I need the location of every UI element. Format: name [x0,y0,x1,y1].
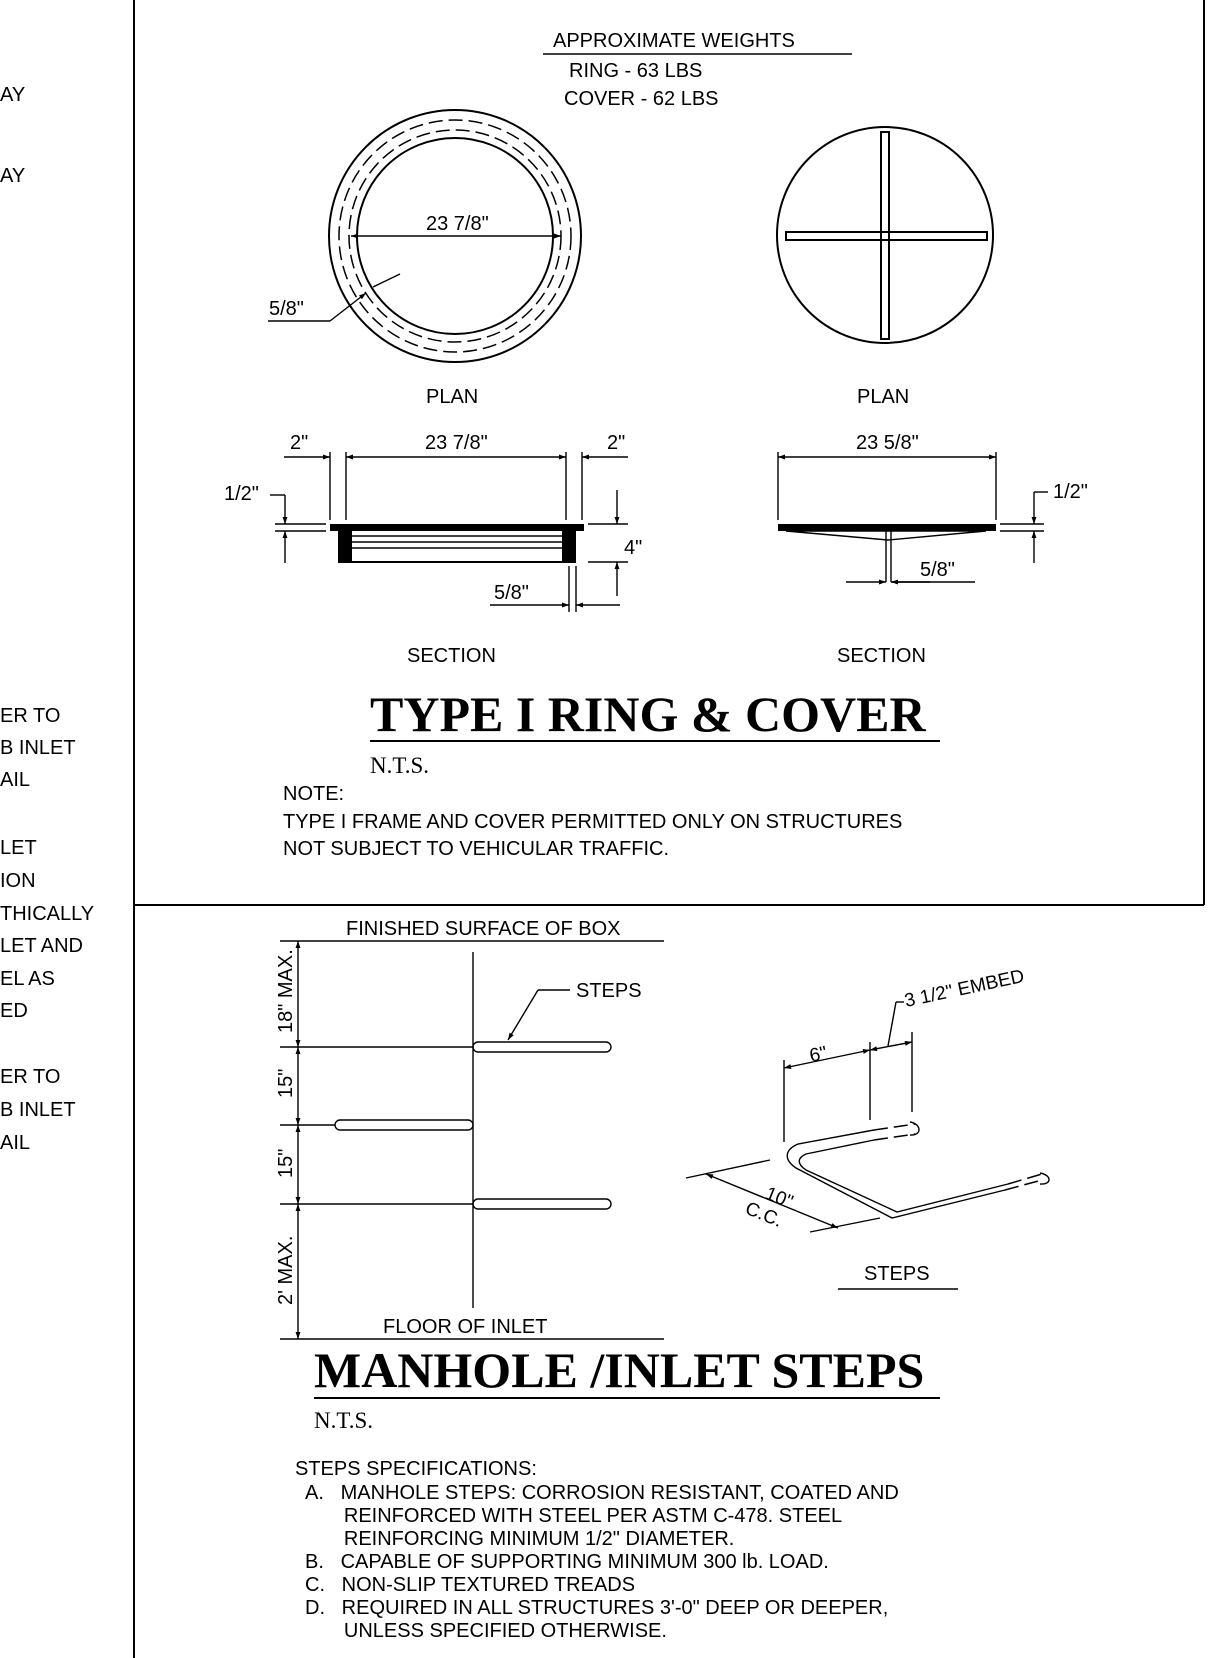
ring-section-wall: 5/8" [494,582,529,604]
spec-title: STEPS SPECIFICATIONS: [295,1458,537,1480]
cover-section-label: SECTION [837,645,926,667]
ring-section-view: 2" 23 7/8" 2" 1/2" 4" 5/8" SECTION [224,432,642,667]
ring-plan-lip: 5/8" [269,298,304,320]
ring-section-right-width: 2" [607,432,625,454]
ring-plan-label: PLAN [426,386,478,408]
ring-weight: RING - 63 LBS [569,60,702,82]
dim-mid-2: 15" [275,1149,297,1178]
note-label: NOTE: [283,783,344,805]
left-note-line: AIL [0,769,30,791]
approximate-weights: APPROXIMATE WEIGHTS RING - 63 LBS COVER … [543,30,852,110]
left-note-line: ER TO [0,1066,60,1088]
ring-cover-title: TYPE I RING & COVER [370,686,926,742]
ring-section-left-width: 2" [290,432,308,454]
note-line: NOT SUBJECT TO VEHICULAR TRAFFIC. [283,838,669,860]
weights-title: APPROXIMATE WEIGHTS [553,30,795,52]
dim-bottom: 2' MAX. [275,1236,297,1305]
left-note-line: B INLET [0,737,76,759]
ring-section-height: 4" [624,537,642,559]
iso-embed: 3 1/2" EMBED [903,966,1027,1012]
steps-isometric: 3 1/2" EMBED 6" 10" C.C. STEPS [685,966,1050,1290]
iso-width: 6" [808,1043,829,1067]
spec-line: UNLESS SPECIFIED OTHERWISE. [305,1620,667,1642]
steps-title: MANHOLE /INLET STEPS [314,1342,924,1398]
ring-cover-scale: N.T.S. [370,753,429,778]
cover-plan-view: PLAN [776,126,994,408]
note-line: TYPE I FRAME AND COVER PERMITTED ONLY ON… [283,811,902,833]
cover-weight: COVER - 62 LBS [564,88,719,110]
left-note-line: ER TO [0,705,60,727]
left-note-line: B INLET [0,1099,76,1121]
iso-label: STEPS [864,1263,930,1285]
cover-plan-label: PLAN [857,386,909,408]
left-note-line: ION [0,870,36,892]
steps-scale: N.T.S. [314,1408,373,1433]
ring-plan-view: 23 7/8" 5/8" PLAN [268,109,582,408]
left-note-line: LET [0,837,37,859]
ring-plan-diameter: 23 7/8" [426,213,489,235]
spec-line: C. NON-SLIP TEXTURED TREADS [305,1574,635,1596]
steps-elevation: FINISHED SURFACE OF BOX FLOOR OF INLET 1… [275,918,664,1340]
spec-line: D. REQUIRED IN ALL STRUCTURES 3'-0" DEEP… [305,1597,888,1619]
spec-line: REINFORCING MINIMUM 1/2" DIAMETER. [305,1528,734,1550]
left-note-line: AIL [0,1132,30,1154]
cover-section-thickness: 1/2" [1053,481,1088,503]
finished-surface-label: FINISHED SURFACE OF BOX [346,918,620,940]
ring-section-diameter: 23 7/8" [425,432,488,454]
spec-line: B. CAPABLE OF SUPPORTING MINIMUM 300 lb.… [305,1551,829,1573]
cover-section-diameter: 23 5/8" [856,432,919,454]
spec-line: REINFORCED WITH STEEL PER ASTM C-478. ST… [305,1505,842,1527]
ring-section-label: SECTION [407,645,496,667]
cover-section-rib: 5/8" [920,559,955,581]
steps-callout: STEPS [576,980,642,1002]
ring-section-lip-thickness: 1/2" [224,483,259,505]
left-partial-notes: AY AY ER TO B INLET AIL LET ION THICALLY… [0,84,94,1154]
left-note-line: EL AS [0,968,55,990]
left-note-line: ED [0,1000,28,1022]
left-note-line: THICALLY [0,903,94,925]
steps-specifications: STEPS SPECIFICATIONS: A. MANHOLE STEPS: … [295,1458,899,1642]
floor-label: FLOOR OF INLET [383,1316,547,1338]
left-note-line: LET AND [0,935,83,957]
left-note-line: AY [0,165,25,187]
left-note-line: AY [0,84,25,106]
cover-section-view: 23 5/8" 1/2" 5/8" SECTION [777,432,1088,667]
dim-top: 18" MAX. [275,949,297,1033]
spec-line: A. MANHOLE STEPS: CORROSION RESISTANT, C… [305,1482,899,1504]
dim-mid-1: 15" [275,1069,297,1098]
